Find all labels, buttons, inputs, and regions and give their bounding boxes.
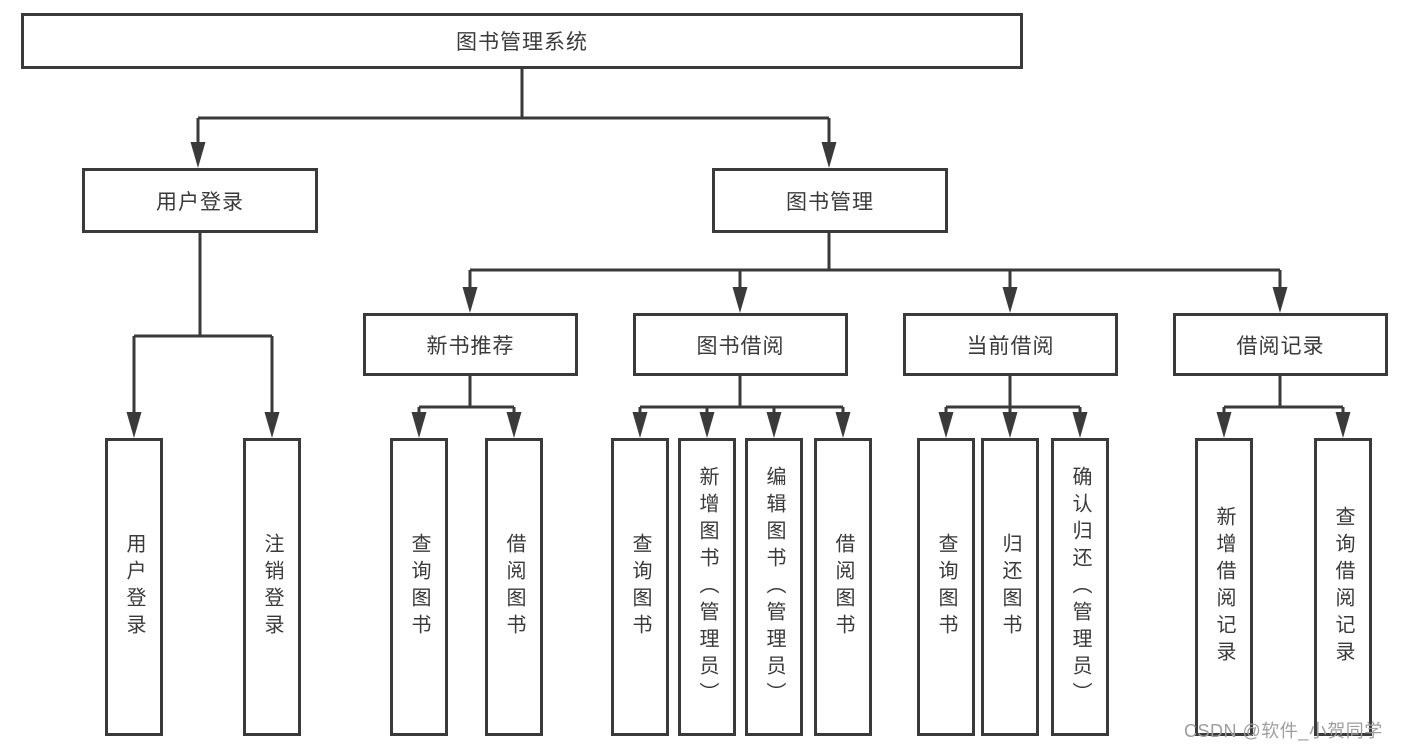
node-label: 借阅记录 [1236, 334, 1325, 358]
node-label: 查询借阅记录 [1332, 506, 1354, 668]
node-label: 用户登录 [123, 533, 145, 641]
node-label: 编辑图书（管理员） [763, 465, 785, 709]
node-label: 查询图书 [935, 533, 957, 641]
node-label: 注销登录 [261, 533, 283, 641]
node-book-management: 图书管理 [712, 168, 948, 233]
leaf-user-login: 用户登录 [105, 438, 163, 736]
node-label: 图书管理 [786, 190, 874, 214]
leaf-return-books: 归还图书 [981, 438, 1039, 736]
leaf-query-books-borrow: 查询图书 [611, 438, 669, 736]
node-root-system: 图书管理系统 [21, 13, 1023, 69]
leaf-borrow-books-recommend: 借阅图书 [485, 438, 543, 736]
leaf-logout: 注销登录 [243, 438, 301, 736]
leaf-confirm-return-admin: 确认归还（管理员） [1051, 438, 1109, 736]
arrowheads [126, 142, 1351, 438]
node-book-borrow: 图书借阅 [633, 313, 848, 376]
node-label: 用户登录 [156, 190, 244, 214]
node-label: 新增图书（管理员） [696, 465, 718, 709]
node-label: 新书推荐 [426, 334, 515, 358]
node-label: 图书借阅 [696, 334, 785, 358]
leaf-borrow-books: 借阅图书 [814, 438, 872, 736]
leaf-query-books-current: 查询图书 [917, 438, 975, 736]
node-label: 归还图书 [999, 533, 1021, 641]
leaf-edit-books-admin: 编辑图书（管理员） [745, 438, 803, 736]
node-borrow-records: 借阅记录 [1173, 313, 1388, 376]
connector-rails [132, 69, 1345, 414]
node-label: 确认归还（管理员） [1069, 465, 1091, 709]
csdn-watermark: CSDN @软件_小贺同学 [1184, 721, 1383, 741]
node-label: 图书管理系统 [456, 31, 588, 54]
node-label: 新增借阅记录 [1213, 506, 1235, 668]
node-label: 借阅图书 [503, 533, 525, 641]
node-label: 查询图书 [629, 533, 651, 641]
node-user-login: 用户登录 [82, 168, 318, 233]
leaf-query-borrow-record: 查询借阅记录 [1314, 438, 1372, 736]
node-current-borrow: 当前借阅 [903, 313, 1118, 376]
node-label: 当前借阅 [966, 334, 1055, 358]
node-new-book-recommend: 新书推荐 [363, 313, 578, 376]
leaf-add-borrow-record: 新增借阅记录 [1195, 438, 1253, 736]
node-label: 借阅图书 [832, 533, 854, 641]
leaf-add-books-admin: 新增图书（管理员） [678, 438, 736, 736]
node-label: 查询图书 [408, 533, 430, 641]
leaf-query-books-recommend: 查询图书 [390, 438, 448, 736]
